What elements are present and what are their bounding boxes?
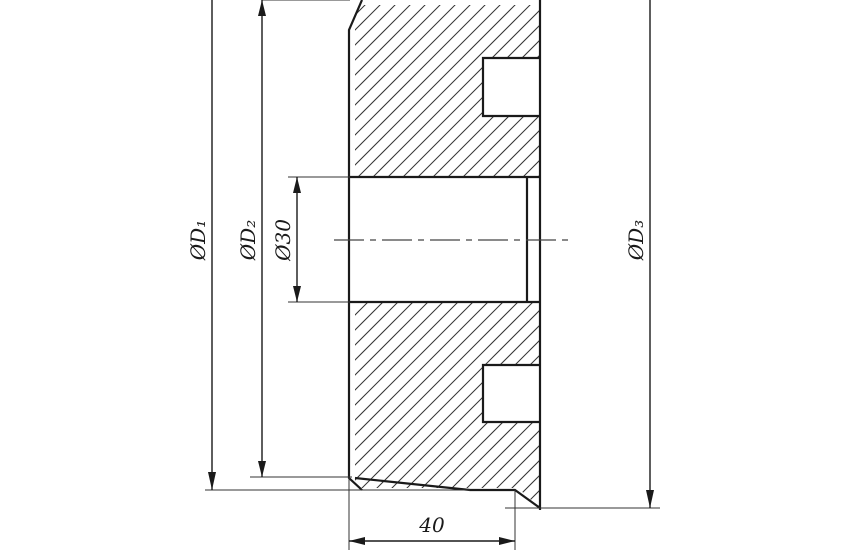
hatch-line: [364, 5, 540, 508]
hatch-line: [424, 5, 540, 508]
label-d2: ØD₂: [236, 220, 260, 261]
label-width: 40: [418, 513, 445, 537]
hatch-line: [355, 5, 540, 508]
label-d3: ØD₃: [624, 220, 648, 261]
hatch-line: [355, 5, 540, 508]
hatch-line: [355, 5, 540, 508]
hatch-line: [355, 5, 386, 508]
dimension-d1: [208, 0, 216, 490]
hatch-line: [355, 5, 540, 508]
hatch-line: [355, 5, 540, 508]
hatch-line: [355, 5, 540, 508]
hatch-line: [355, 5, 540, 508]
hatch-line: [355, 5, 540, 508]
hatch-line: [355, 5, 540, 508]
hatch-line: [355, 5, 371, 508]
hatch-line: [355, 5, 416, 508]
hatch-line: [355, 5, 540, 508]
dimension-d2: [258, 0, 266, 477]
hatch-line: [355, 5, 540, 508]
hatch-line: [355, 5, 356, 508]
hatch-line: [355, 5, 540, 508]
hatch-line: [355, 5, 431, 508]
hatch-line: [355, 5, 476, 508]
hatch-line: [379, 5, 540, 508]
hatch-line: [0, 0, 340, 550]
hatch-line: [355, 5, 540, 508]
hatch-line: [355, 5, 521, 508]
hatch-line: [355, 5, 446, 508]
dimension-d3: [646, 0, 654, 508]
part-outline: [347, 0, 542, 510]
hatch-line: [355, 5, 540, 508]
label-d30: Ø30: [271, 219, 295, 262]
hatch-line: [355, 5, 540, 508]
hatch-line: [355, 5, 540, 508]
hatch-line: [355, 5, 461, 508]
hatch-line: [394, 5, 540, 508]
hatch-line: [355, 5, 491, 508]
dimension-width: [349, 537, 515, 545]
hatch-line: [355, 5, 540, 508]
hatch-line: [355, 5, 540, 508]
label-d1: ØD₁: [186, 220, 210, 261]
hatch-line: [355, 5, 540, 508]
hatch-line: [355, 5, 536, 508]
hatch-line: [409, 5, 540, 508]
hatch-line: [355, 5, 506, 508]
hatch-line: [355, 5, 540, 508]
hatch-line: [355, 5, 540, 508]
extension-lines: [205, 0, 660, 550]
hatch-line: [454, 5, 540, 508]
hatch-line: [439, 5, 540, 508]
hatch-line: [499, 5, 540, 508]
hatch-line: [355, 5, 540, 508]
hatch-line: [355, 5, 401, 508]
dimension-d30: [293, 177, 301, 302]
